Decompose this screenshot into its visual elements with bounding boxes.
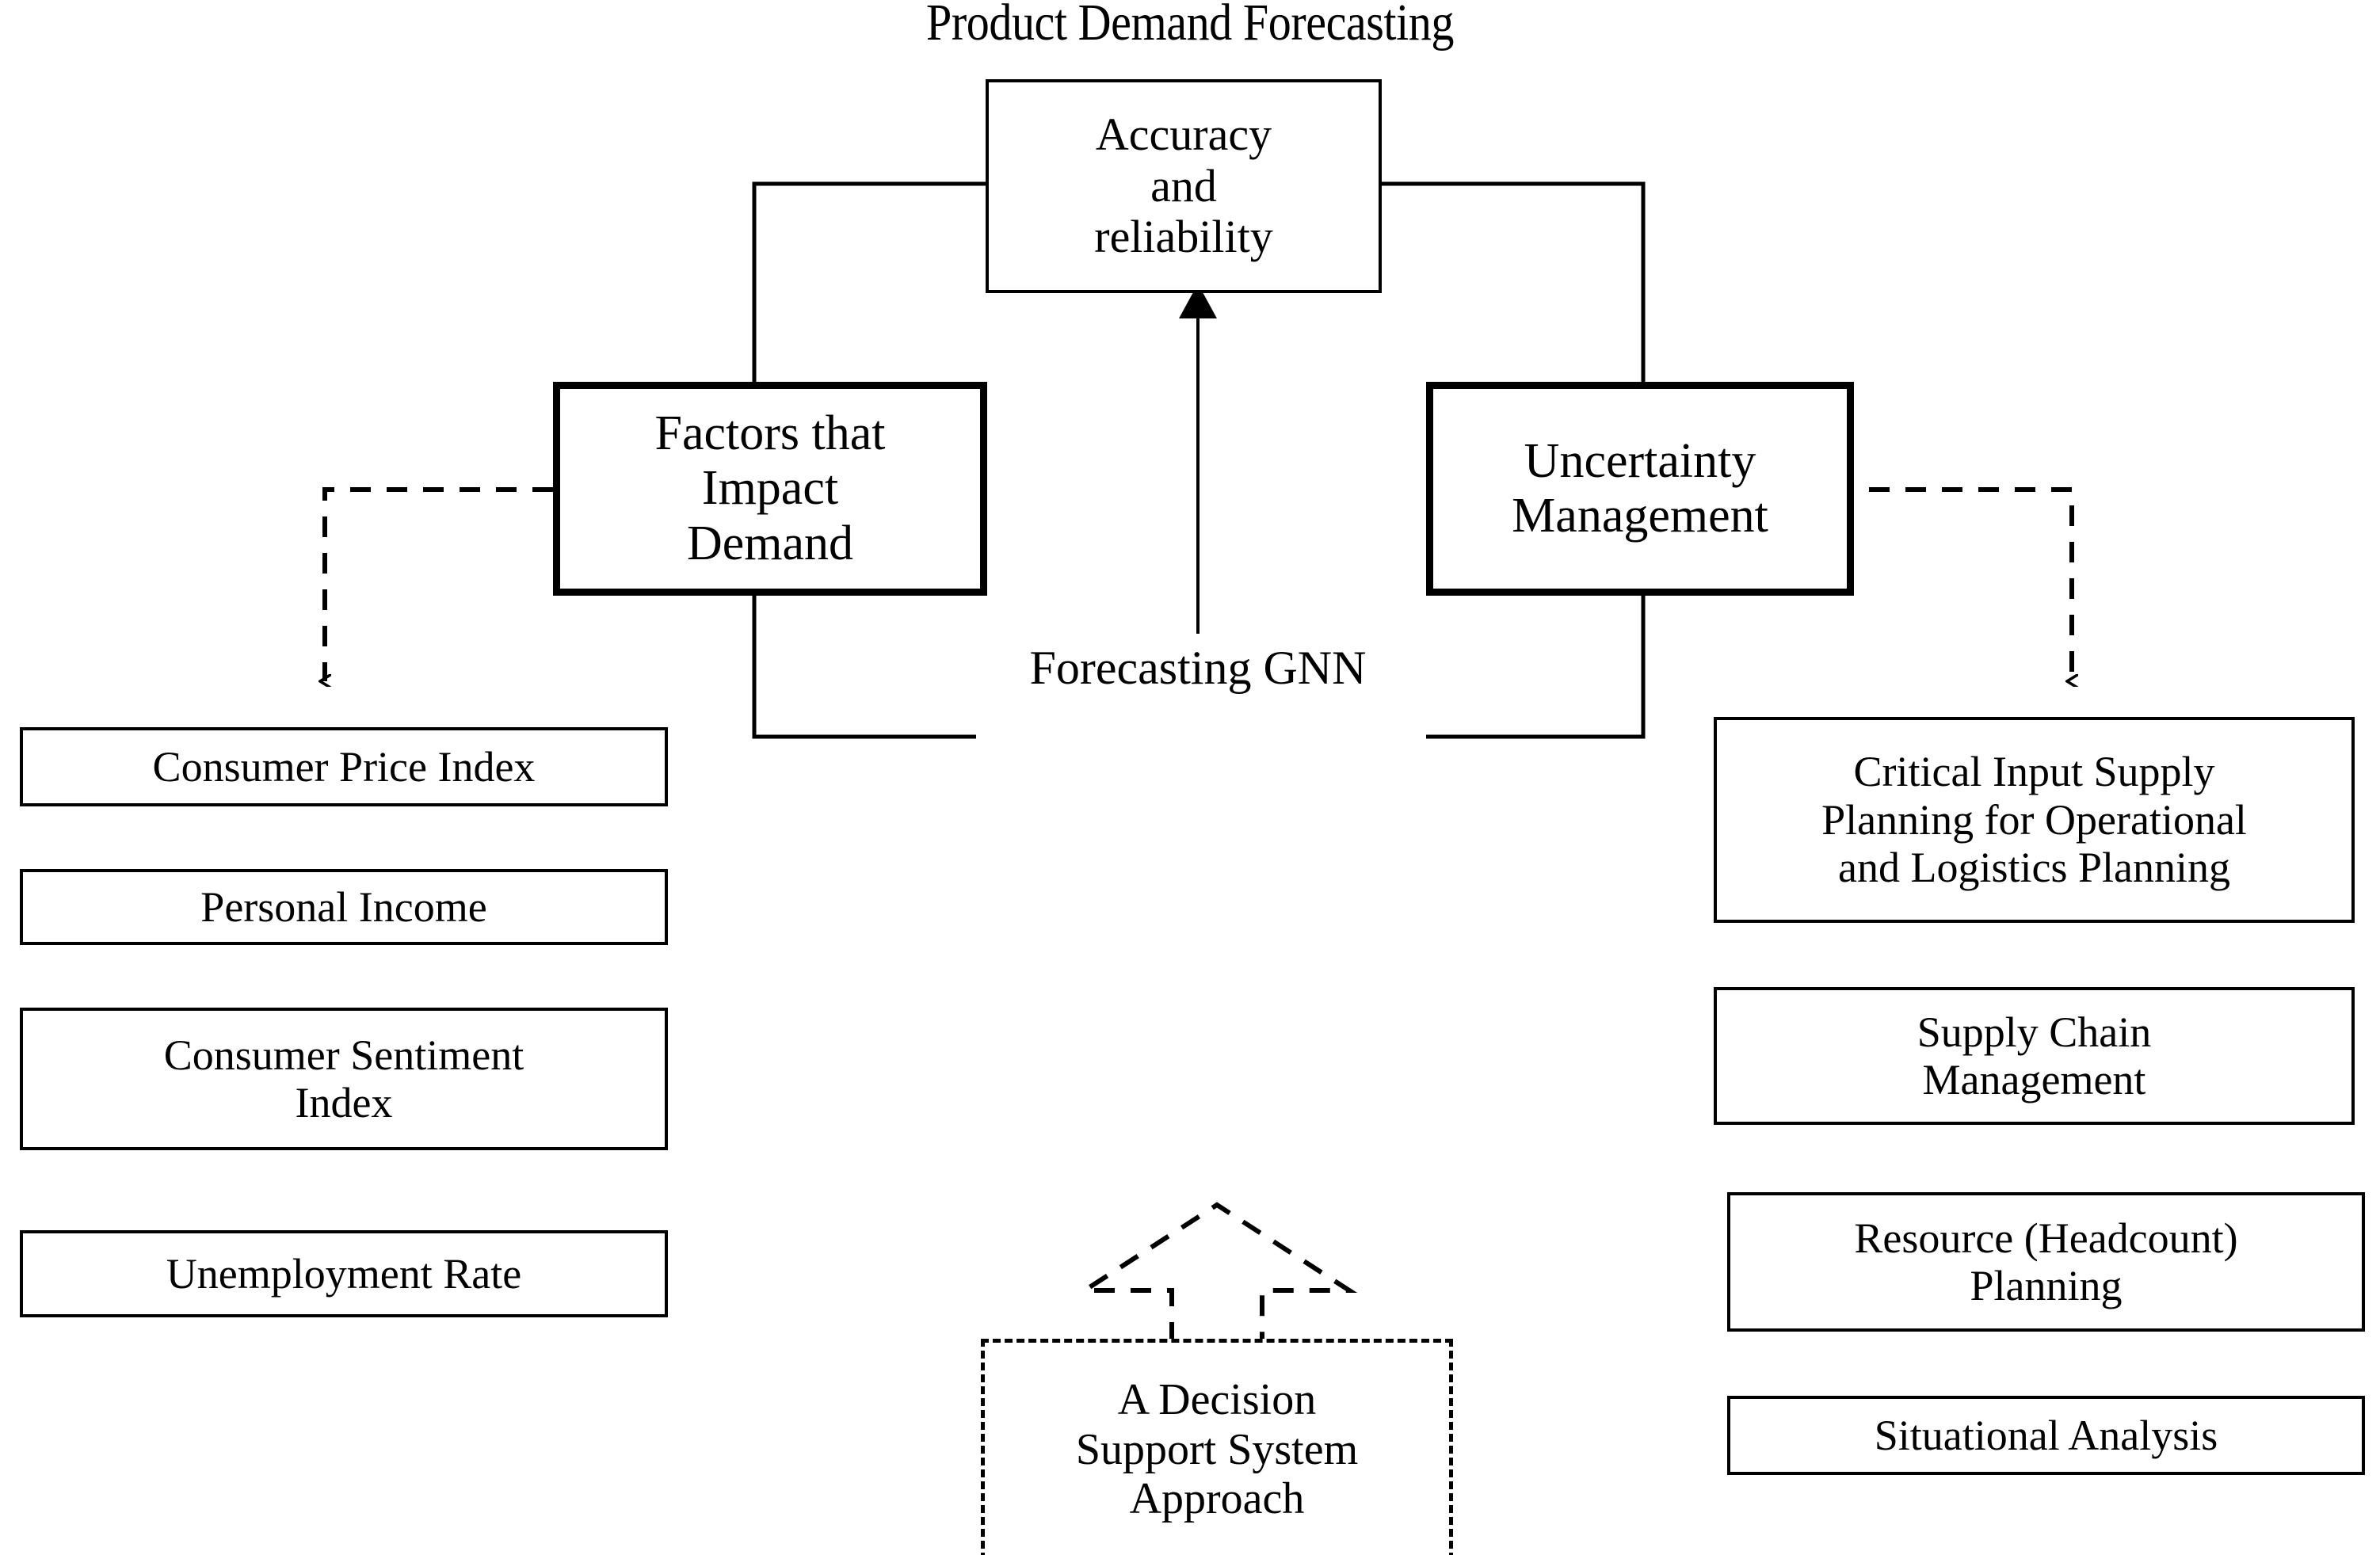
- uncertainty-line-1: Uncertainty: [1524, 433, 1756, 488]
- label-forecasting-gnn: Forecasting GNN: [976, 642, 1420, 695]
- uncertainty-line-2: Management: [1512, 489, 1768, 543]
- page-title: Product Demand Forecasting: [925, 0, 1454, 51]
- accuracy-line-3: reliability: [1094, 211, 1273, 263]
- node-accuracy-and-reliability[interactable]: Accuracy and reliability: [986, 79, 1382, 293]
- dss-line-1: A Decision: [1117, 1374, 1317, 1424]
- supply-chain-line-2: Management: [1922, 1056, 2146, 1103]
- resource-planning-line-1: Resource (Headcount): [1854, 1214, 2238, 1262]
- node-consumer-price-index[interactable]: Consumer Price Index: [20, 727, 668, 806]
- node-decision-support-system-approach[interactable]: A Decision Support System Approach: [981, 1339, 1453, 1555]
- factors-line-1: Factors that: [654, 406, 886, 460]
- situational-analysis-label: Situational Analysis: [1874, 1411, 2218, 1459]
- uncertainty-to-right-column-arrow: [1833, 487, 2072, 681]
- consumer-sentiment-line-2: Index: [295, 1079, 393, 1126]
- consumer-sentiment-line-1: Consumer Sentiment: [163, 1031, 524, 1079]
- dss-up-arrow: [1076, 1202, 1358, 1343]
- factors-line-3: Demand: [686, 516, 854, 570]
- factors-to-left-column-arrow: [325, 487, 553, 681]
- factors-line-2: Impact: [701, 461, 839, 516]
- supply-chain-line-1: Supply Chain: [1917, 1008, 2152, 1056]
- node-uncertainty-management[interactable]: Uncertainty Management: [1426, 382, 1854, 596]
- node-factors-that-impact-demand[interactable]: Factors that Impact Demand: [553, 382, 987, 596]
- node-personal-income[interactable]: Personal Income: [20, 869, 668, 945]
- node-resource-headcount-planning[interactable]: Resource (Headcount) Planning: [1727, 1192, 2365, 1332]
- node-situational-analysis[interactable]: Situational Analysis: [1727, 1396, 2365, 1475]
- critical-input-line-2: Planning for Operational: [1821, 795, 2247, 844]
- node-unemployment-rate[interactable]: Unemployment Rate: [20, 1230, 668, 1317]
- accuracy-line-1: Accuracy: [1095, 108, 1272, 160]
- critical-input-line-3: and Logistics Planning: [1838, 844, 2230, 892]
- node-supply-chain-management[interactable]: Supply Chain Management: [1714, 987, 2355, 1125]
- resource-planning-line-2: Planning: [1970, 1262, 2123, 1309]
- node-consumer-sentiment-index[interactable]: Consumer Sentiment Index: [20, 1008, 668, 1150]
- dss-line-3: Approach: [1129, 1474, 1305, 1524]
- node-critical-input-supply-planning[interactable]: Critical Input Supply Planning for Opera…: [1714, 717, 2355, 923]
- forecasting-gnn-line-2: GNN: [1263, 642, 1367, 694]
- dss-line-2: Support System: [1075, 1424, 1359, 1474]
- unemployment-rate-label: Unemployment Rate: [166, 1249, 522, 1298]
- accuracy-line-2: and: [1150, 159, 1217, 212]
- critical-input-line-1: Critical Input Supply: [1853, 748, 2215, 796]
- consumer-price-index-label: Consumer Price Index: [152, 742, 536, 791]
- forecasting-gnn-line-1: Forecasting: [1029, 642, 1252, 694]
- personal-income-label: Personal Income: [200, 882, 487, 931]
